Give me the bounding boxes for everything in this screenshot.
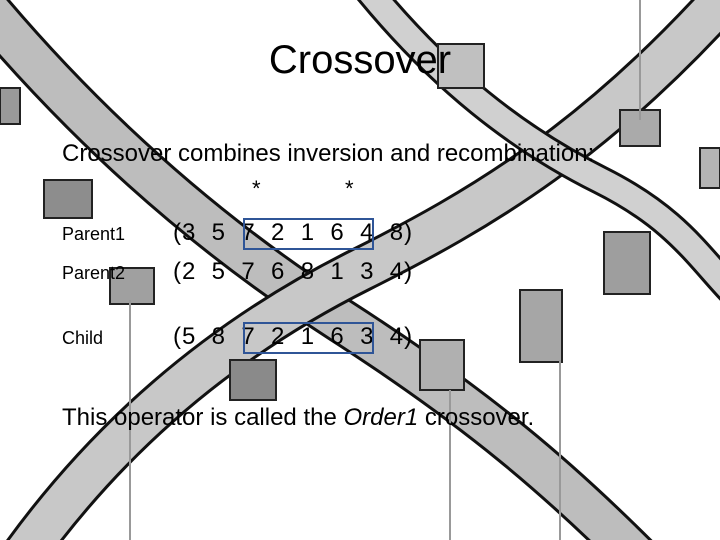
- parent2-sequence: (2 5 7 6 8 1 3 4): [173, 258, 414, 285]
- parent1-sequence: (3 5 7 2 1 6 4 8): [173, 219, 414, 246]
- crossover-marker-left: *: [252, 176, 261, 201]
- parent2-label: Parent2: [62, 263, 126, 283]
- footer-text: This operator is called the Order1 cross…: [62, 404, 534, 432]
- child-sequence: (5 8 7 2 1 6 3 4): [173, 323, 414, 350]
- base-block: [603, 231, 651, 295]
- crossover-marker-right: *: [345, 176, 354, 201]
- footer-after: crossover.: [418, 404, 535, 431]
- base-block: [699, 147, 720, 189]
- base-block: [519, 289, 563, 363]
- child-label: Child: [62, 328, 104, 348]
- parent1-segment-box: [243, 218, 374, 250]
- child-segment-box: [243, 322, 374, 354]
- footer-operator-name: Order1: [343, 404, 419, 431]
- base-block: [109, 267, 155, 305]
- parent1-label: Parent1: [62, 224, 126, 244]
- base-block: [437, 43, 485, 89]
- footer-before: This operator is called the: [62, 404, 344, 431]
- base-block: [43, 179, 93, 219]
- base-block: [0, 87, 21, 125]
- intro-text: Crossover combines inversion and recombi…: [62, 140, 595, 167]
- base-block: [229, 359, 277, 401]
- base-block: [419, 339, 465, 391]
- slide-title: Crossover: [268, 38, 452, 82]
